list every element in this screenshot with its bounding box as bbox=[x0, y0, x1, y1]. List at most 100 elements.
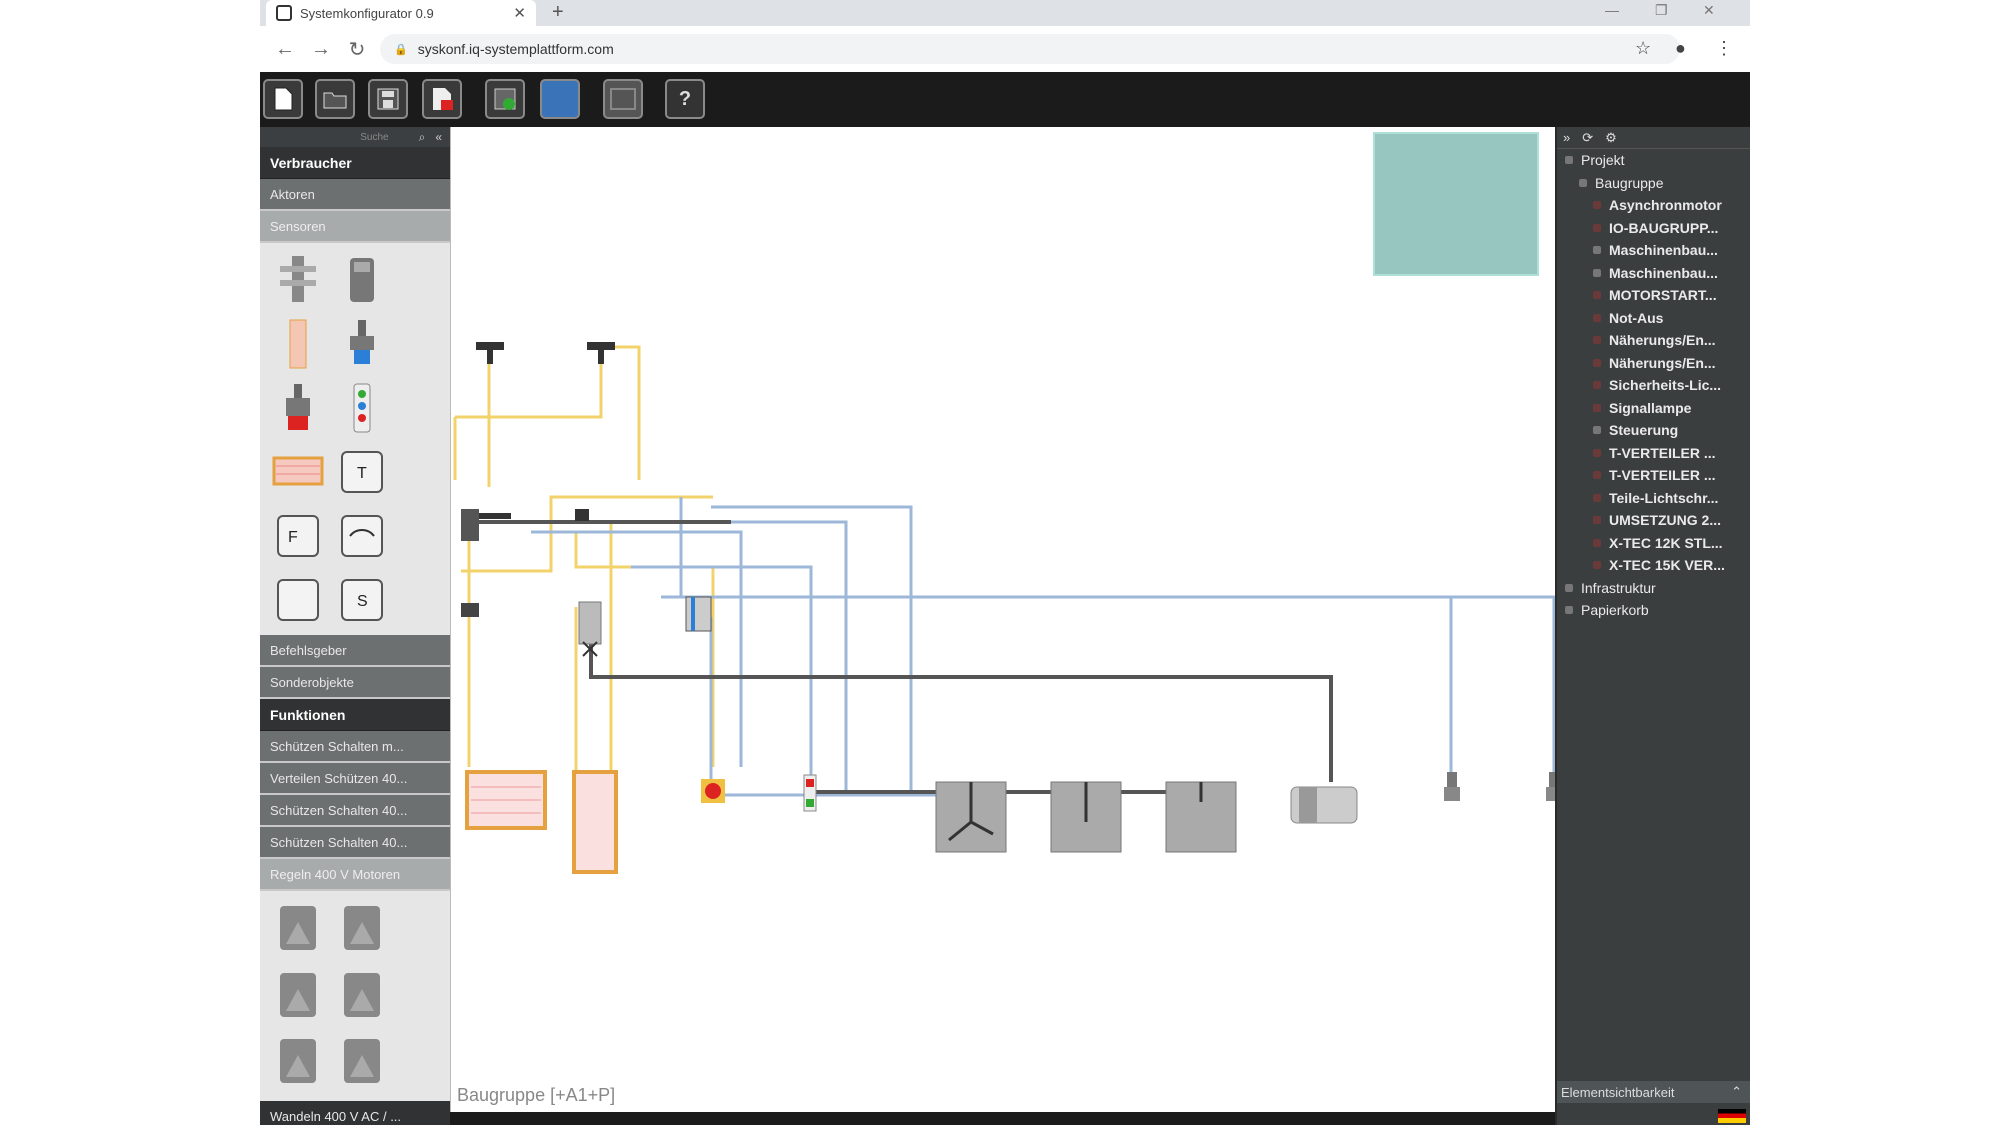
palette-motor-control[interactable] bbox=[334, 966, 390, 1024]
tree-node[interactable]: Baugruppe bbox=[1557, 172, 1750, 195]
palette-emergency-sensor[interactable] bbox=[270, 379, 326, 437]
view-blue-button[interactable] bbox=[540, 79, 580, 119]
library-search[interactable]: Suche ⌕ « bbox=[260, 127, 450, 147]
search-icon[interactable]: ⌕ bbox=[418, 129, 426, 144]
tree-node[interactable]: Näherungs/En... bbox=[1557, 352, 1750, 375]
component-machine-3[interactable] bbox=[1165, 781, 1237, 853]
function-item[interactable]: Verteilen Schützen 40... bbox=[260, 763, 450, 795]
tree-node[interactable]: MOTORSTART... bbox=[1557, 284, 1750, 307]
palette-speed-sensor[interactable]: S bbox=[334, 571, 390, 629]
palette-generic-sensor[interactable] bbox=[270, 571, 326, 629]
component-t-distributor-1[interactable] bbox=[476, 342, 504, 364]
settings-gear-icon[interactable]: ⚙ bbox=[1605, 129, 1617, 145]
component-machine-2[interactable] bbox=[1050, 781, 1122, 853]
palette-pressure-sensor[interactable] bbox=[334, 251, 390, 309]
function-item[interactable]: Schützen Schalten m... bbox=[260, 731, 450, 763]
browser-menu-icon[interactable]: ⋮ bbox=[1715, 38, 1733, 58]
palette-motor-control[interactable] bbox=[270, 966, 326, 1024]
tree-node[interactable]: Signallampe bbox=[1557, 397, 1750, 420]
back-icon[interactable]: ← bbox=[275, 37, 295, 60]
refresh-icon[interactable]: ⟳ bbox=[1582, 129, 1594, 145]
tree-node[interactable]: Näherungs/En... bbox=[1557, 329, 1750, 352]
palette-motor-control[interactable] bbox=[334, 899, 390, 957]
new-tab-icon[interactable]: + bbox=[552, 1, 564, 23]
palette-motor-control[interactable] bbox=[334, 1032, 390, 1090]
tree-node[interactable]: Projekt bbox=[1557, 149, 1750, 172]
tree-node[interactable]: UMSETZUNG 2... bbox=[1557, 509, 1750, 532]
tree-node[interactable]: Steuerung bbox=[1557, 419, 1750, 442]
component-async-motor[interactable] bbox=[1290, 786, 1358, 824]
tree-node[interactable]: Teile-Lichtschr... bbox=[1557, 487, 1750, 510]
component-converter[interactable] bbox=[461, 603, 479, 617]
open-folder-button[interactable] bbox=[315, 79, 355, 119]
reload-icon[interactable]: ↻ bbox=[348, 38, 366, 61]
component-proximity-sensor-2[interactable] bbox=[1546, 772, 1556, 801]
palette-flow-sensor[interactable]: F bbox=[270, 507, 326, 565]
tree-node[interactable]: Infrastruktur bbox=[1557, 577, 1750, 600]
diagram-minimap[interactable] bbox=[1373, 132, 1539, 276]
save-button[interactable] bbox=[368, 79, 408, 119]
subcategory-special[interactable]: Sonderobjekte bbox=[260, 667, 450, 699]
tree-node[interactable]: Maschinenbau... bbox=[1557, 239, 1750, 262]
collapse-panel-icon[interactable]: « bbox=[435, 130, 442, 144]
component-proximity-sensor-1[interactable] bbox=[1444, 772, 1460, 801]
component-t-distributor-3[interactable] bbox=[575, 509, 589, 521]
palette-temperature-sensor[interactable]: T bbox=[334, 443, 390, 501]
tree-node[interactable]: T-VERTEILER ... bbox=[1557, 464, 1750, 487]
view-frame-button[interactable] bbox=[603, 79, 643, 119]
tree-node[interactable]: Not-Aus bbox=[1557, 307, 1750, 330]
palette-motor-control[interactable] bbox=[270, 899, 326, 957]
tree-node[interactable]: Papierkorb bbox=[1557, 599, 1750, 622]
subcategory-controls[interactable]: Befehlsgeber bbox=[260, 635, 450, 667]
palette-valve-sensor[interactable] bbox=[270, 251, 326, 309]
close-tab-icon[interactable]: ✕ bbox=[513, 5, 526, 22]
subcategory-motors[interactable]: Regeln 400 V Motoren bbox=[260, 859, 450, 891]
chevron-up-icon[interactable]: ⌃ bbox=[1731, 1084, 1742, 1099]
component-signal-lamp[interactable] bbox=[803, 774, 817, 812]
subcategory-converter[interactable]: Wandeln 400 V AC / ... bbox=[260, 1101, 450, 1125]
component-controller[interactable] bbox=[685, 596, 712, 632]
tree-node[interactable]: Sicherheits-Lic... bbox=[1557, 374, 1750, 397]
forward-icon[interactable]: → bbox=[311, 37, 331, 60]
palette-signal-tower[interactable] bbox=[334, 379, 390, 437]
component-io-module[interactable] bbox=[461, 509, 511, 541]
diagram-canvas[interactable]: Baugruppe [+A1+P] bbox=[450, 127, 1556, 1112]
component-emergency-stop[interactable] bbox=[701, 779, 725, 803]
browser-tab[interactable]: Systemkonfigurator 0.9 ✕ bbox=[266, 0, 536, 26]
profile-icon[interactable]: ● bbox=[1675, 38, 1686, 58]
expand-icon[interactable]: » bbox=[1563, 130, 1571, 145]
help-button[interactable]: ? bbox=[665, 79, 705, 119]
network-settings-button[interactable] bbox=[485, 79, 525, 119]
subcategory-actuators[interactable]: Aktoren bbox=[260, 179, 450, 211]
palette-light-curtain[interactable] bbox=[270, 315, 326, 373]
component-safety-light-curtain[interactable] bbox=[572, 770, 618, 874]
tree-node[interactable]: X-TEC 15K VER... bbox=[1557, 554, 1750, 577]
category-functions[interactable]: Funktionen bbox=[260, 699, 450, 731]
element-visibility-bar[interactable]: Elementsichtbarkeit ⌃ bbox=[1557, 1081, 1750, 1103]
subcategory-sensors[interactable]: Sensoren bbox=[260, 211, 450, 243]
function-item[interactable]: Schützen Schalten 40... bbox=[260, 827, 450, 859]
palette-level-sensor[interactable] bbox=[334, 507, 390, 565]
close-window-icon[interactable]: ✕ bbox=[1703, 2, 1715, 18]
url-field[interactable]: 🔒 syskonf.iq-systemplattform.com bbox=[380, 34, 1680, 64]
tree-node[interactable]: X-TEC 12K STL... bbox=[1557, 532, 1750, 555]
category-consumers[interactable]: Verbraucher bbox=[260, 147, 450, 179]
palette-proximity-sensor-blue[interactable] bbox=[334, 315, 390, 373]
component-t-distributor-2[interactable] bbox=[587, 342, 615, 364]
language-flag-icon[interactable] bbox=[1718, 1109, 1746, 1123]
bookmark-star-icon[interactable]: ☆ bbox=[1635, 38, 1652, 58]
component-machine-1[interactable] bbox=[935, 781, 1007, 853]
tree-node[interactable]: IO-BAUGRUPP... bbox=[1557, 217, 1750, 240]
palette-light-grid[interactable] bbox=[270, 443, 326, 501]
component-machine-module[interactable] bbox=[578, 601, 602, 657]
component-light-grid[interactable] bbox=[465, 770, 547, 830]
maximize-icon[interactable]: ❐ bbox=[1655, 2, 1668, 18]
tree-node[interactable]: Asynchronmotor bbox=[1557, 194, 1750, 217]
pdf-export-button[interactable] bbox=[422, 79, 462, 119]
function-item[interactable]: Schützen Schalten 40... bbox=[260, 795, 450, 827]
minimize-icon[interactable]: — bbox=[1605, 2, 1619, 18]
tree-node[interactable]: Maschinenbau... bbox=[1557, 262, 1750, 285]
new-file-button[interactable] bbox=[263, 79, 303, 119]
palette-motor-control[interactable] bbox=[270, 1032, 326, 1090]
tree-node[interactable]: T-VERTEILER ... bbox=[1557, 442, 1750, 465]
